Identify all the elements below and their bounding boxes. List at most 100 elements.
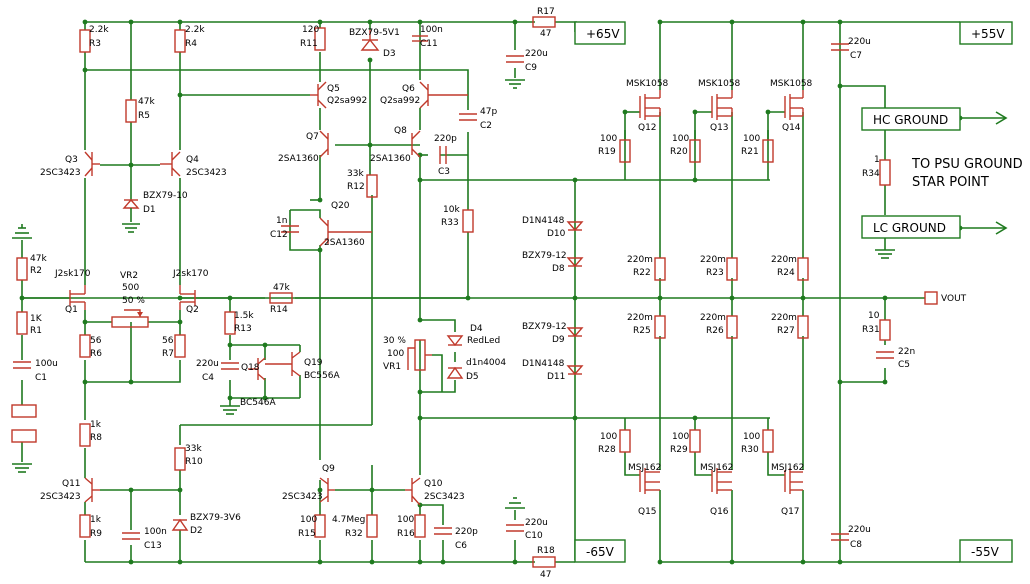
r4-ref: R4 (185, 39, 197, 49)
d4-value: RedLed (467, 336, 500, 346)
c5-ref: C5 (898, 360, 910, 370)
psu-note-line2: STAR POINT (912, 175, 989, 190)
capacitor-c10 (505, 497, 525, 532)
q5-ref: Q5 (327, 84, 340, 94)
resistor-r27 (797, 315, 809, 339)
c10-value: 220u (525, 518, 548, 528)
q11-value: 2SC3423 (40, 492, 81, 502)
r30-value: 100 (743, 432, 760, 442)
input-connector-1 (11, 404, 37, 418)
q3-value: 2SC3423 (40, 168, 81, 178)
resistor-r29 (689, 429, 701, 453)
rail-box-neg65 (574, 539, 626, 563)
transistor-q10 (405, 477, 421, 506)
q15-ref: Q15 (638, 507, 657, 517)
rail-box-pos65 (574, 21, 626, 45)
r21-value: 100 (743, 134, 760, 144)
transistor-q19 (265, 351, 301, 377)
c7-ref: C7 (850, 51, 862, 61)
resistor-r11 (314, 27, 326, 51)
q12-ref: Q12 (638, 123, 657, 133)
r17-value: 47 (540, 29, 551, 39)
c3-value: 220p (434, 134, 457, 144)
lc-ground-label: LC GROUND (873, 221, 946, 235)
r3-value: 2.2k (89, 25, 109, 35)
resistor-r34 (879, 159, 891, 186)
vout-label: VOUT (941, 294, 967, 304)
q19-value: BC556A (304, 371, 340, 381)
r15-ref: R15 (298, 529, 316, 539)
r10-ref: R10 (185, 457, 203, 467)
vr2-ref: VR2 (120, 271, 138, 281)
transistor-q4 (160, 151, 181, 177)
vout-terminal (924, 291, 938, 305)
c2-value: 47p (480, 107, 497, 117)
d1-value: BZX79-10 (143, 191, 188, 201)
resistor-r17 (532, 16, 556, 28)
diode-d5 (446, 366, 464, 379)
resistors (16, 16, 891, 568)
r18-ref: R18 (537, 546, 555, 556)
c6-value: 220p (455, 527, 478, 537)
q18-value: BC546A (240, 398, 276, 408)
d1-ref: D1 (143, 205, 156, 215)
resistor-r28 (619, 429, 631, 453)
rail-label-pos55: +55V (971, 27, 1005, 41)
transistor-q18 (248, 357, 266, 381)
r4-value: 2.2k (185, 25, 205, 35)
q19-ref: Q19 (304, 358, 323, 368)
transistor-q11 (84, 477, 100, 503)
r22-value: 220m (627, 255, 653, 265)
rail-label-pos65: +65V (586, 27, 620, 41)
capacitor-c12 (281, 225, 299, 233)
d8-ref: D8 (552, 264, 565, 274)
transistor-q7 (319, 130, 329, 158)
resistor-r32 (366, 514, 378, 538)
c13-value: 100n (144, 527, 167, 537)
c4-ref: C4 (202, 373, 214, 383)
q20-value: 2SA1360 (324, 238, 365, 248)
hc-ground-box (861, 107, 961, 131)
r23-value: 220m (700, 255, 726, 265)
r6-value: 56 (90, 336, 102, 346)
r23-ref: R23 (706, 268, 724, 278)
d4-ref: D4 (470, 324, 483, 334)
resistor-r22 (654, 257, 666, 281)
c5-value: 22n (898, 347, 915, 357)
resistor-r13 (224, 311, 236, 335)
c2-ref: C2 (480, 121, 492, 131)
c4-value: 220u (196, 359, 219, 369)
r29-ref: R29 (670, 445, 688, 455)
d2-ref: D2 (190, 526, 203, 536)
q17-value: MSJ162 (771, 463, 804, 473)
q1-value: J2sk170 (54, 269, 91, 279)
junctions (19, 19, 963, 565)
c8-value: 220u (848, 525, 871, 535)
resistor-r14 (269, 292, 293, 304)
r27-value: 220m (771, 313, 797, 323)
d3-ref: D3 (383, 49, 396, 59)
d5-value: d1n4004 (466, 358, 506, 368)
transistor-q5 (310, 81, 327, 109)
resistor-r15 (314, 514, 326, 538)
diodes (122, 30, 584, 531)
r15-value: 100 (300, 515, 317, 525)
q6-ref: Q6 (402, 84, 415, 94)
capacitor-c7 (831, 43, 849, 51)
r11-value: 120 (302, 25, 319, 35)
resistor-r26 (726, 315, 738, 339)
transistor-q2 (179, 285, 196, 310)
rail-box-neg55 (959, 539, 1013, 563)
diode-d8 (566, 257, 584, 268)
resistor-r8 (79, 423, 91, 447)
r13-ref: R13 (234, 324, 252, 334)
r9-ref: R9 (90, 529, 102, 539)
d11-value: D1N4148 (522, 359, 565, 369)
q4-ref: Q4 (186, 155, 199, 165)
r27-ref: R27 (777, 326, 795, 336)
r25-ref: R25 (633, 326, 651, 336)
capacitor-c9 (505, 55, 525, 89)
r24-ref: R24 (777, 268, 795, 278)
resistor-r4 (174, 29, 186, 53)
q11-ref: Q11 (62, 479, 81, 489)
